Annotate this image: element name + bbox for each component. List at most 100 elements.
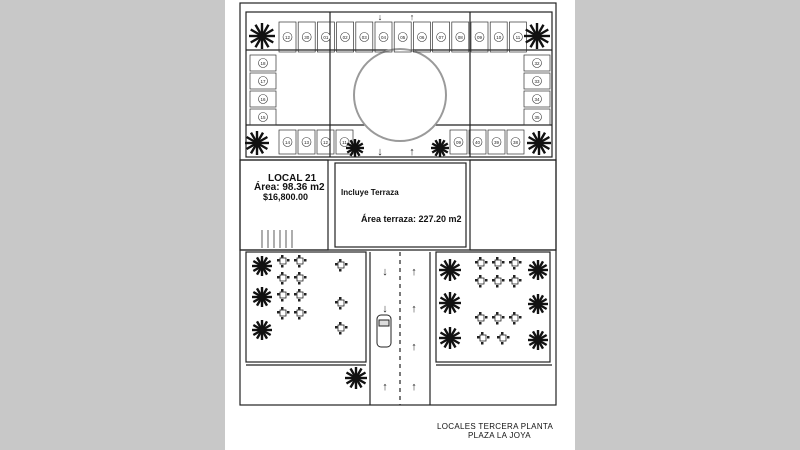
palm-tree-icon	[245, 131, 269, 155]
table-set-icon	[477, 332, 490, 345]
stairs	[261, 230, 293, 248]
parking-space: 10	[489, 21, 508, 53]
svg-text:↑: ↑	[411, 266, 417, 278]
parking-space-number: 35	[534, 115, 540, 120]
traffic-arrows: ↓ ↑ ↓ ↑ ↓ ↑ ↓ ↑ ↑ ↑ ↑	[377, 12, 417, 393]
table-set-icon	[294, 307, 307, 320]
svg-text:↑: ↑	[410, 12, 415, 22]
svg-text:↑: ↑	[409, 146, 415, 158]
parking-space-number: 13	[304, 140, 310, 145]
palm-tree-icon	[249, 23, 275, 49]
parking-space-number: 39	[494, 140, 500, 145]
parking-space-number: 06	[419, 35, 425, 40]
table-set-icon	[294, 272, 307, 285]
table-set-icon	[509, 312, 522, 325]
parking-space: 15	[249, 108, 277, 126]
left-block	[245, 251, 367, 363]
terraza-includes-label: Incluye Terraza	[341, 188, 399, 197]
parking-space-number: 12	[323, 140, 329, 145]
local-price: $16,800.00	[263, 192, 309, 202]
svg-text:↓: ↓	[377, 146, 383, 158]
table-set-icon	[475, 257, 488, 270]
table-set-icon	[335, 259, 348, 272]
parking-space: 09	[470, 21, 489, 53]
parking-space-number: 33	[534, 79, 540, 84]
svg-text:↑: ↑	[411, 341, 417, 353]
parking-space-number: 15	[260, 115, 266, 120]
parking-space-number: 32	[534, 61, 540, 66]
parking-space: 14	[278, 129, 297, 155]
palm-tree-icon	[346, 139, 364, 157]
palm-tree-icon	[439, 327, 461, 349]
palm-tree-icon	[431, 139, 449, 157]
parking-space: 05	[393, 21, 412, 53]
table-set-icon	[277, 272, 290, 285]
parking-space-number: 38	[513, 140, 519, 145]
parking-space: 06	[413, 21, 431, 53]
table-set-icon	[277, 307, 290, 320]
svg-text:↑: ↑	[411, 303, 417, 315]
parking-space: 11	[509, 21, 527, 53]
parking-space-number: 11	[342, 140, 347, 145]
table-set-icon	[509, 275, 522, 288]
parking-space-number: 01	[323, 35, 329, 40]
svg-text:↑: ↑	[382, 381, 388, 393]
parking-space: 32	[523, 54, 551, 72]
palm-tree-icon	[527, 131, 551, 155]
parking-space-number: 10	[496, 35, 502, 40]
svg-text:↓: ↓	[382, 266, 388, 278]
parking-space: 40	[468, 129, 487, 155]
parking-space-number: 16	[260, 97, 266, 102]
palm-tree-icon	[252, 256, 272, 276]
right-room	[469, 159, 557, 251]
palm-tree-icon	[528, 294, 548, 314]
parking-space: 13	[297, 129, 316, 155]
palm-tree-icon	[439, 259, 461, 281]
table-set-icon	[277, 289, 290, 302]
footer-title: LOCALES TERCERA PLANTA	[437, 422, 554, 431]
parking-space-number: 04	[381, 35, 387, 40]
table-set-icon	[335, 297, 348, 310]
parking-space: 02	[336, 21, 354, 53]
palm-tree-icon	[252, 287, 272, 307]
parking-space-number: 09	[456, 140, 462, 145]
parking-space-number: 02	[343, 35, 349, 40]
parking-space-number: 34	[534, 97, 540, 102]
parking-space-number: 40	[475, 140, 481, 145]
table-set-icon	[277, 255, 290, 268]
palm-tree-icon	[528, 260, 548, 280]
svg-text:↑: ↑	[411, 381, 417, 393]
terraza-area	[334, 162, 467, 248]
palm-tree-icon	[252, 320, 272, 340]
parking-space: 11	[335, 129, 354, 155]
parking-space: 03	[355, 21, 374, 53]
svg-text:↓: ↓	[378, 12, 383, 22]
parking-space: 04	[374, 21, 393, 53]
parking-space: 39	[487, 129, 506, 155]
parking-space-number: 14	[285, 140, 291, 145]
parking-space: 30	[297, 21, 316, 53]
table-set-icon	[294, 255, 307, 268]
palm-tree-icon	[439, 292, 461, 314]
parking-space-number: 30	[304, 35, 310, 40]
parking-space-number: 11	[516, 35, 521, 40]
roundabout	[353, 48, 447, 142]
parking-space: 34	[523, 90, 551, 108]
table-set-icon	[492, 257, 505, 270]
terraza-area-label: Área terraza: 227.20 m2	[361, 214, 462, 224]
table-set-icon	[497, 332, 510, 345]
parking-space: 09	[449, 129, 468, 155]
parking-space: 12	[316, 129, 335, 155]
palm-tree-icon	[524, 23, 550, 49]
table-set-icon	[475, 275, 488, 288]
parking-space-number: 09	[477, 35, 483, 40]
parking-space: 07	[432, 21, 450, 53]
local-21-room	[239, 159, 329, 251]
parking-space: 08	[451, 21, 470, 53]
palm-tree-icon	[345, 367, 367, 389]
parking-space-number: 05	[400, 35, 406, 40]
parking-area	[245, 11, 553, 158]
right-block	[435, 251, 551, 363]
table-set-icon	[492, 275, 505, 288]
